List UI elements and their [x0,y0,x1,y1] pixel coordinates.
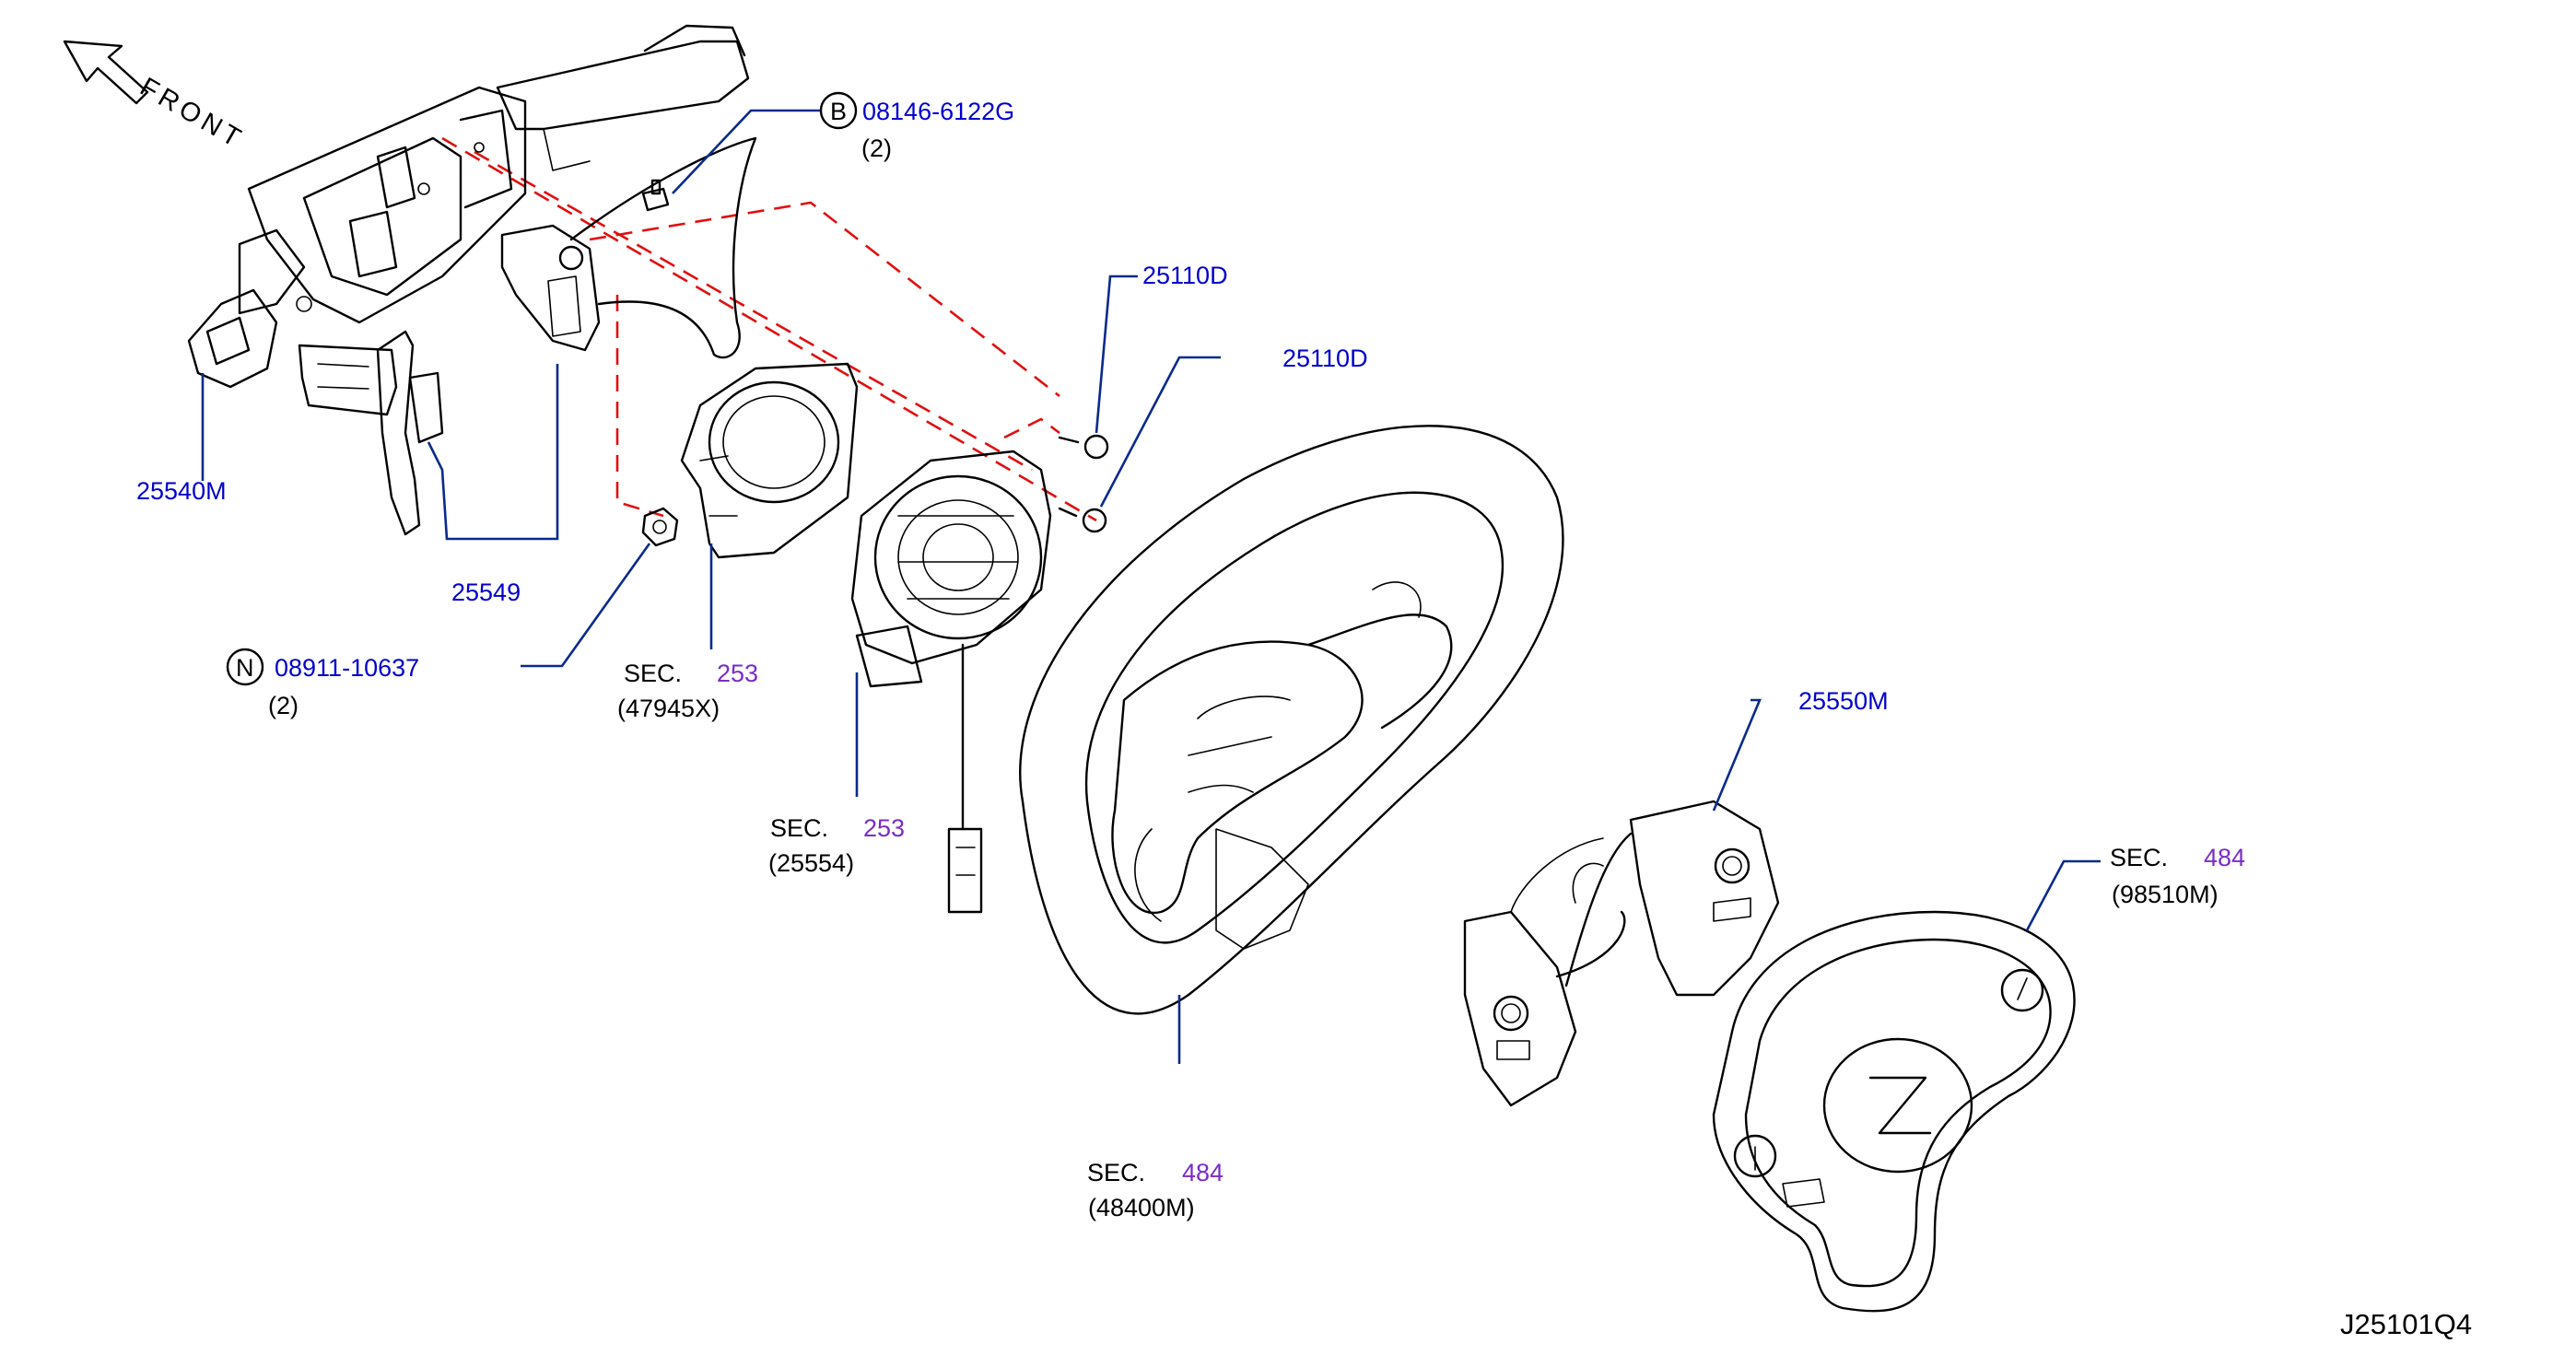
screw-part-number[interactable]: 25110D [1282,345,1368,372]
sec-sub-number: (25554) [768,849,854,877]
steering-angle-sensor-drawing [680,362,859,559]
steering-switch-drawing [1463,800,1780,1107]
bolt-part-number[interactable]: 08146-6122G [862,98,1014,125]
sec-number[interactable]: 253 [717,660,758,687]
steering-wheel-drawing [1019,425,1564,1015]
sec-sub-number: (47945X) [617,695,720,722]
screw-icon [1058,434,1109,460]
spiral-cable-drawing [850,450,1052,914]
airbag-module-drawing [1712,910,2076,1313]
nut-part-number[interactable]: 08911-10637 [275,654,419,682]
bolt-icon [641,179,670,212]
sec-prefix: SEC. [770,814,828,842]
nut-quantity: (2) [268,692,299,719]
screw-part-number[interactable]: 25110D [1142,262,1228,289]
leader-lines [201,109,2101,1064]
paddle-shift-part-number[interactable]: 25549 [451,578,521,606]
screw-icon [1058,507,1107,533]
diagram-code: J25101Q4 [2340,1308,2472,1340]
sec-sub-number: (98510M) [2112,881,2219,908]
sec-prefix: SEC. [1087,1159,1145,1186]
sec-prefix: SEC. [2110,844,2168,871]
nut-symbol: N [236,654,254,682]
combination-switch-part-number[interactable]: 25540M [136,477,227,505]
sec-sub-number: (48400M) [1088,1194,1195,1221]
nut-icon [641,507,679,547]
sec-number[interactable]: 253 [863,814,905,842]
front-label: FRONT [135,72,250,155]
combination-switch-drawing [187,24,750,389]
bolt-symbol: B [830,98,847,125]
steering-switch-part-number[interactable]: 25550M [1798,687,1889,715]
sec-number[interactable]: 484 [2204,844,2245,871]
bolt-quantity: (2) [861,134,892,162]
paddle-shift-lower-drawing [298,330,444,536]
callout-circle [819,91,858,130]
sec-number[interactable]: 484 [1182,1159,1224,1186]
callout-circle [226,648,264,686]
paddle-shift-upper-drawing [500,136,757,359]
sec-prefix: SEC. [624,660,682,687]
front-arrow-icon [63,40,149,105]
alignment-lines [441,136,1097,522]
